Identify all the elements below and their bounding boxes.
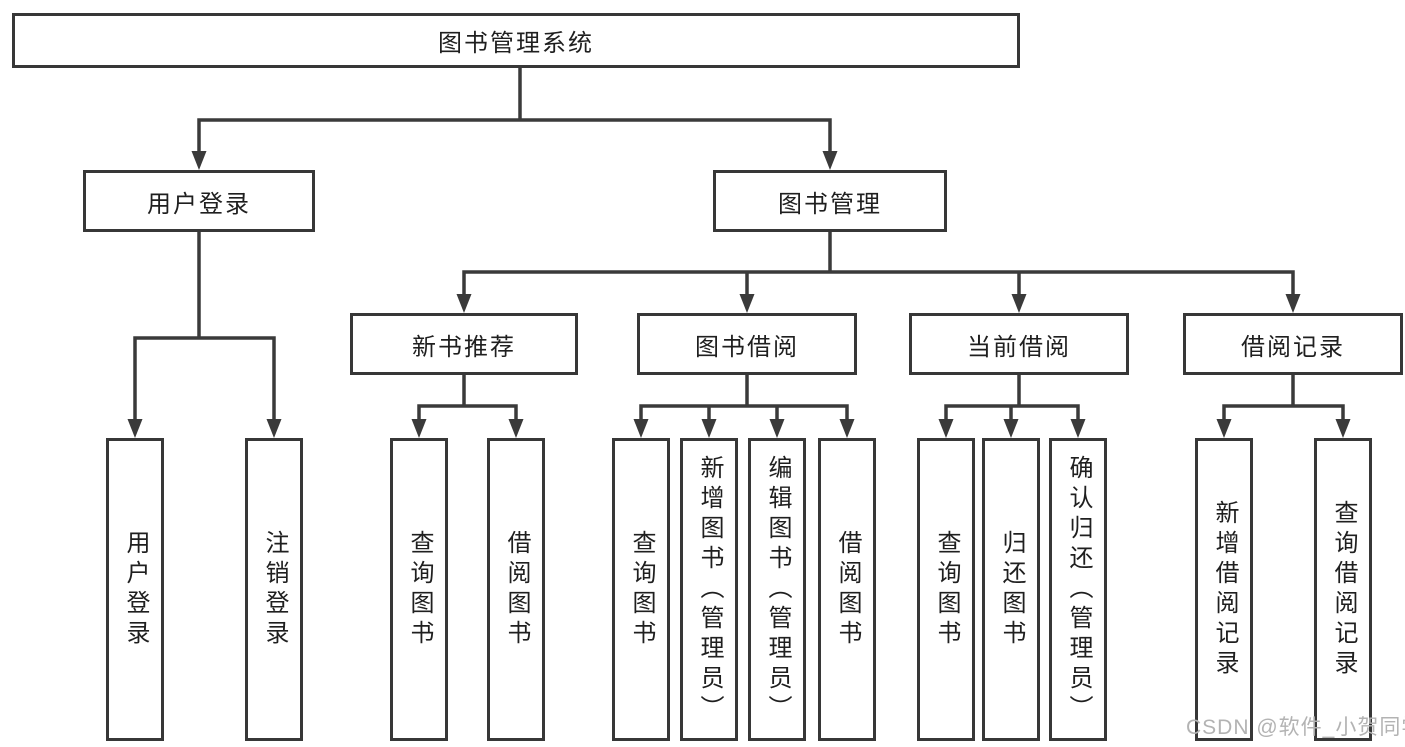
leaf-label: 新增借阅记录 <box>1211 499 1238 680</box>
node-current-borrowing: 当前借阅 <box>909 313 1129 375</box>
leaf-label: 查询图书 <box>628 529 655 650</box>
leaf-label: 注销登录 <box>261 529 288 650</box>
node-book-management: 图书管理 <box>713 170 947 232</box>
leaf-logout: 注销登录 <box>245 438 303 741</box>
leaf-label: 查询借阅记录 <box>1330 499 1357 680</box>
leaf-query-books-borrow: 查询图书 <box>612 438 670 741</box>
node-new-book-recommend: 新书推荐 <box>350 313 578 375</box>
leaf-borrow-books-recommend: 借阅图书 <box>487 438 545 741</box>
node-borrowing-records: 借阅记录 <box>1183 313 1403 375</box>
leaf-user-login: 用户登录 <box>106 438 164 741</box>
leaf-label: 用户登录 <box>122 529 149 650</box>
leaf-confirm-return-admin: 确认归还（管理员） <box>1049 438 1107 741</box>
leaf-add-books-admin: 新增图书（管理员） <box>680 438 738 741</box>
leaf-label: 归还图书 <box>998 529 1025 650</box>
leaf-return-books: 归还图书 <box>982 438 1040 741</box>
leaf-label: 查询图书 <box>406 529 433 650</box>
leaf-borrow-books: 借阅图书 <box>818 438 876 741</box>
node-user-login: 用户登录 <box>83 170 315 232</box>
leaf-query-books-recommend: 查询图书 <box>390 438 448 741</box>
leaf-query-borrow-record: 查询借阅记录 <box>1314 438 1372 741</box>
leaf-label: 借阅图书 <box>834 529 861 650</box>
leaf-query-books-current: 查询图书 <box>917 438 975 741</box>
node-library-system-root: 图书管理系统 <box>12 13 1020 68</box>
leaf-label: 查询图书 <box>933 529 960 650</box>
leaf-edit-books-admin: 编辑图书（管理员） <box>748 438 806 741</box>
leaf-label: 编辑图书（管理员） <box>764 454 791 725</box>
csdn-watermark: CSDN @软件_小贺同学 <box>1186 716 1405 739</box>
leaf-label: 新增图书（管理员） <box>696 454 723 725</box>
leaf-label: 确认归还（管理员） <box>1065 454 1092 725</box>
leaf-add-borrow-record: 新增借阅记录 <box>1195 438 1253 741</box>
node-book-borrowing: 图书借阅 <box>637 313 857 375</box>
leaf-label: 借阅图书 <box>503 529 530 650</box>
